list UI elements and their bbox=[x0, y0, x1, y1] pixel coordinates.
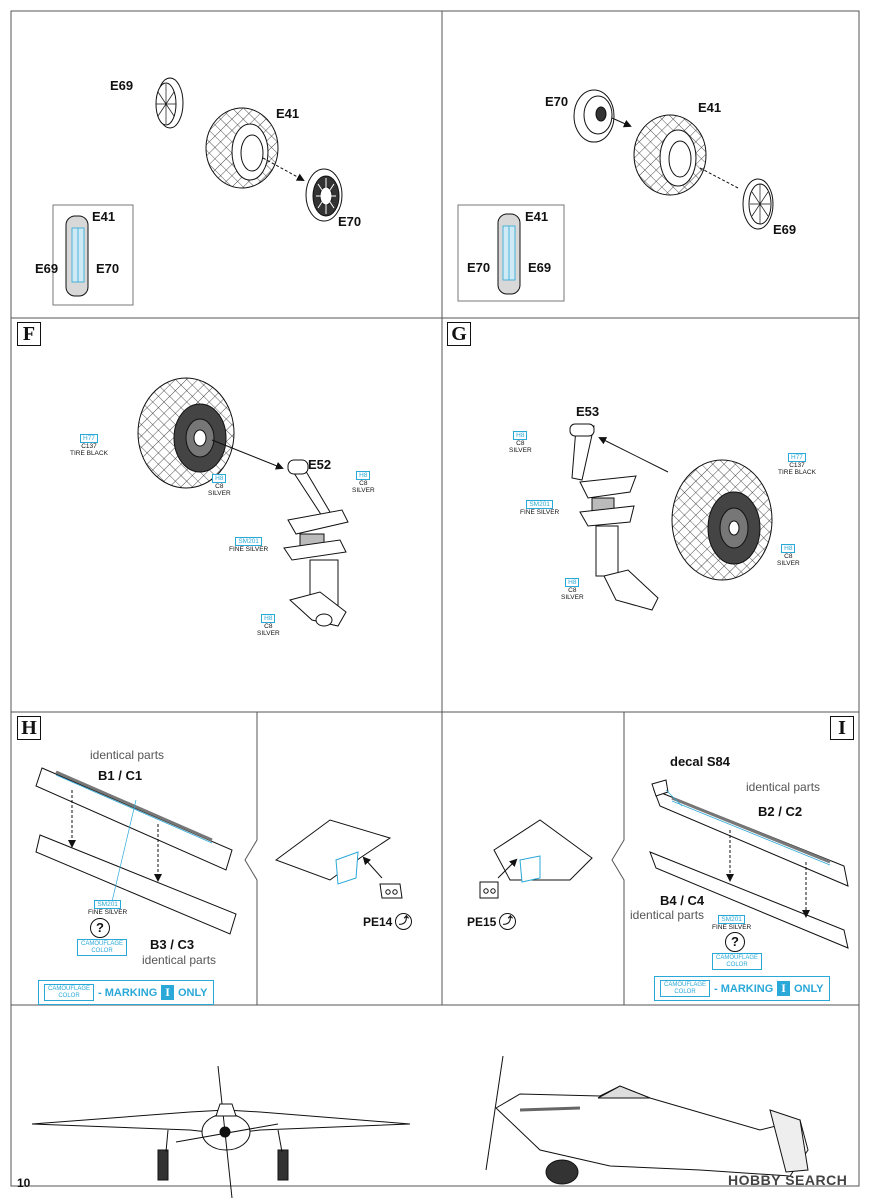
question-icon: ? bbox=[90, 918, 110, 938]
bend-icon: ⤴ bbox=[499, 913, 517, 930]
bend-icon: ⤴ bbox=[395, 913, 413, 930]
color-callout: SM201 FINE SILVER bbox=[712, 915, 752, 931]
color-callout: H8 C8 SILVER bbox=[352, 471, 375, 494]
photo-etch-label: PE14⤴ bbox=[363, 913, 413, 930]
part-label: E53 bbox=[576, 404, 600, 419]
note-text: identical parts bbox=[630, 908, 705, 922]
inset-label: E69 bbox=[528, 260, 552, 275]
note-text: identical parts bbox=[746, 780, 821, 794]
note-text: identical parts bbox=[90, 748, 165, 762]
inset-label: E70 bbox=[96, 261, 120, 276]
panel-frame bbox=[10, 10, 860, 1187]
part-label: B2 / C2 bbox=[758, 804, 803, 819]
part-label: E70 bbox=[338, 214, 362, 229]
color-callout: H8 C8 SILVER bbox=[257, 614, 280, 637]
step-h-marker: H bbox=[17, 716, 41, 740]
part-label: E41 bbox=[698, 100, 722, 115]
color-callout: H8 C8 SILVER bbox=[777, 544, 800, 567]
color-callout: H8 C8 SILVER bbox=[509, 431, 532, 454]
step-i-marker: I bbox=[830, 716, 854, 740]
flap-parts-right bbox=[649, 779, 849, 949]
question-icon: ? bbox=[725, 932, 745, 952]
pe15-detail bbox=[479, 819, 593, 899]
inset-label: E70 bbox=[467, 260, 491, 275]
part-label: E69 bbox=[110, 78, 134, 93]
part-label: B3 / C3 bbox=[150, 937, 195, 952]
landing-gear-left bbox=[137, 377, 349, 627]
watermark: HOBBY SEARCH bbox=[728, 1172, 848, 1188]
camouflage-color-box: CAMOUFLAGE COLOR bbox=[712, 953, 763, 970]
color-callout: H8 C8 SILVER bbox=[561, 578, 584, 601]
color-callout: SM201 FINE SILVER bbox=[88, 900, 128, 916]
step-f-marker: F bbox=[17, 322, 41, 346]
inset-label: E41 bbox=[525, 209, 549, 224]
camouflage-color-box: CAMOUFLAGE COLOR bbox=[77, 939, 128, 956]
step-g-marker: G bbox=[447, 322, 471, 346]
landing-gear-right bbox=[569, 423, 773, 611]
wheel-assembly-left bbox=[52, 77, 343, 306]
color-callout: SM201 FINE SILVER bbox=[520, 500, 560, 516]
inset-label: E69 bbox=[35, 261, 59, 276]
part-label: E70 bbox=[545, 94, 569, 109]
part-label: B1 / C1 bbox=[98, 768, 143, 783]
page-number: 10 bbox=[17, 1176, 31, 1190]
aircraft-front-view bbox=[31, 1065, 411, 1199]
inset-label: E41 bbox=[92, 209, 116, 224]
pe14-detail bbox=[274, 819, 403, 899]
part-label: E41 bbox=[276, 106, 300, 121]
photo-etch-label: PE15⤴ bbox=[467, 913, 517, 930]
color-callout: H8 C8 SILVER bbox=[208, 474, 231, 497]
note-text: identical parts bbox=[142, 953, 217, 967]
color-callout: SM201 FINE SILVER bbox=[229, 537, 269, 553]
color-callout: H77 C137 TIRE BLACK bbox=[778, 453, 816, 476]
flap-parts-left bbox=[35, 767, 237, 935]
part-label: B4 / C4 bbox=[660, 893, 705, 908]
aircraft-side-view bbox=[485, 1055, 809, 1185]
wheel-assembly-right bbox=[457, 89, 774, 302]
color-callout: H77 C137 TIRE BLACK bbox=[70, 434, 108, 457]
decal-label: decal S84 bbox=[670, 754, 730, 769]
part-label: E69 bbox=[773, 222, 797, 237]
part-label: E52 bbox=[308, 457, 332, 472]
